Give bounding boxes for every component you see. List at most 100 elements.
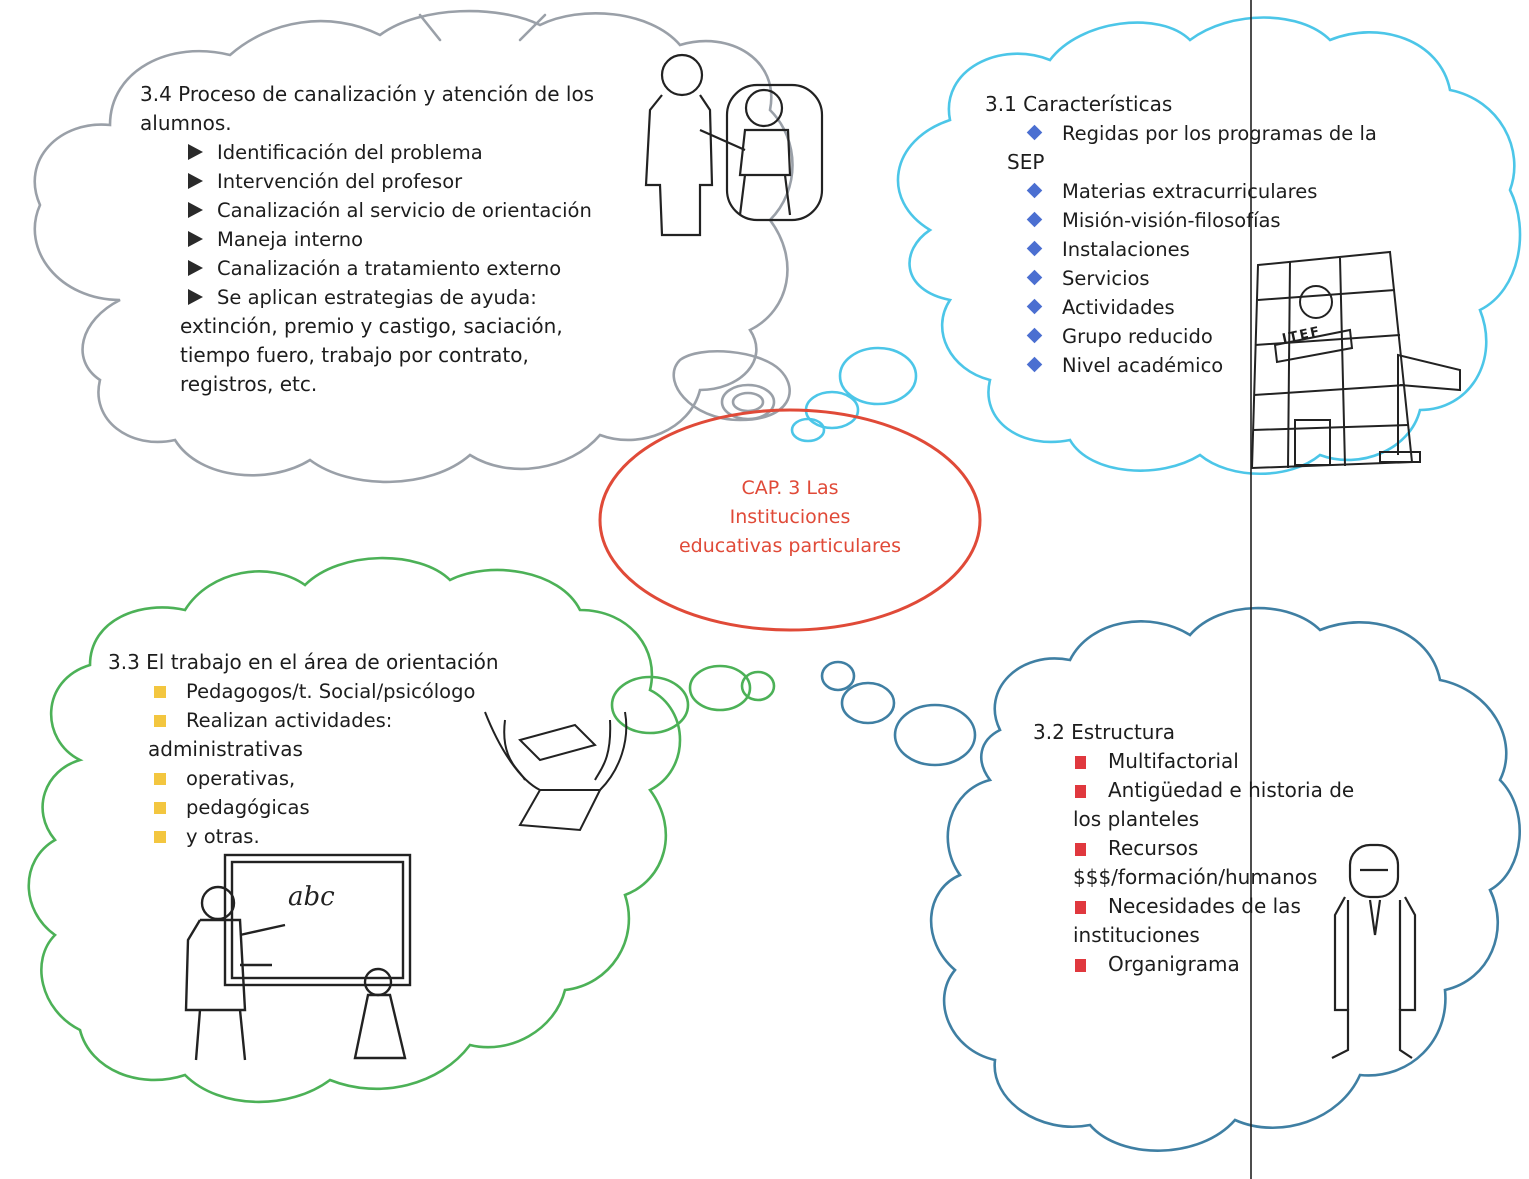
list-item-text: Servicios [1062,267,1150,290]
diamond-bullet-icon [1026,327,1043,344]
diamond-bullet-icon [1026,182,1043,199]
list-item: Antigüedad e historia de [1075,776,1354,805]
diamond-bullet-icon [1026,211,1043,228]
list-item-text: Antigüedad e historia de [1108,778,1355,802]
cloud-3-4-tail-ring-outer [720,383,776,421]
list-item: pedagógicas [154,793,499,822]
section-3-3-title: 3.3 El trabajo en el área de orientación [108,650,499,674]
list-item-text: Canalización al servicio de orientación [217,199,592,222]
list-item-text: Intervención del profesor [217,170,463,193]
list-item: Realizan actividades: [154,706,499,735]
list-item-continuation: los planteles [1073,807,1200,831]
section-3-2-title: 3.2 Estructura [1033,720,1175,744]
list-item: Identificación del problema [188,138,594,167]
diamond-bullet-icon [1026,298,1043,315]
triangle-bullet-icon [188,260,203,276]
list-item-continuation: $$$/formación/humanos [1073,865,1318,889]
continuation-line: registros, etc. [180,372,318,396]
list-item-text: Realizan actividades: [186,709,393,732]
list-item: y otras. [154,822,499,851]
square-bullet-icon [154,773,166,785]
triangle-bullet-icon [188,202,203,218]
list-item: Maneja interno [188,225,594,254]
section-3-1-item0-continuation: SEP [1007,150,1045,174]
list-item-text: Recursos [1108,836,1199,860]
cloud-3-3-tail-2 [688,664,752,712]
list-item-text: operativas, [186,767,296,790]
list-item-text: Grupo reducido [1062,325,1213,348]
triangle-bullet-icon [188,289,203,305]
section-3-3: 3.3 El trabajo en el área de orientación… [108,648,499,851]
square-bullet-icon [154,802,166,814]
list-item: Servicios [1026,264,1377,293]
teacher-blackboard-illustration: abc [184,853,412,1061]
cloud-3-2 [929,606,1521,1152]
list-item-text: pedagógicas [186,796,310,819]
list-item: Se aplican estrategias de ayuda: [188,283,594,312]
section-3-4-list: Identificación del problema Intervención… [188,138,594,312]
square-bullet-icon [1075,901,1086,914]
center-ellipse [598,408,982,632]
list-item-text: Maneja interno [217,228,364,251]
list-item: Materias extracurriculares [1026,177,1377,206]
trophy-illustration [484,711,628,832]
cloud-3-2-tail-1 [820,660,856,692]
list-item: Actividades [1026,293,1377,322]
list-item: Canalización al servicio de orientación [188,196,594,225]
cloud-3-3 [27,556,682,1104]
diamond-bullet-icon [1026,356,1043,373]
list-item-text: Organigrama [1108,952,1240,976]
list-item-text: Actividades [1062,296,1175,319]
section-3-2: 3.2 Estructura Multifactorial Antigüedad… [1033,718,1354,979]
list-item-text: Regidas por los programas de la [1062,122,1377,145]
triangle-bullet-icon [188,144,203,160]
cloud-3-4-tab-b [518,13,547,42]
center-title: CAP. 3 Las Instituciones educativas part… [640,474,940,561]
list-item-continuation: instituciones [1073,923,1200,947]
continuation-line: tiempo fuero, trabajo por contrato, [180,343,529,367]
section-3-4: 3.4 Proceso de canalización y atención d… [140,80,594,399]
list-item-text: Canalización a tratamiento externo [217,257,562,280]
diamond-bullet-icon [1026,124,1043,141]
list-item-text: Se aplican estrategias de ayuda: [217,286,537,309]
list-item: Intervención del profesor [188,167,594,196]
center-title-line2: Instituciones [729,506,851,528]
cloud-3-3-tail-3 [740,670,776,702]
list-item: Organigrama [1075,950,1354,979]
cloud-3-1-tail-1 [838,346,918,406]
cloud-3-1-tail-3 [790,417,826,443]
list-item: Pedagogos/t. Social/psicólogo [154,677,499,706]
square-bullet-icon [154,686,166,698]
list-item: Grupo reducido [1026,322,1377,351]
section-3-2-list: Multifactorial Antigüedad e historia de … [1073,747,1354,979]
cloud-3-4 [33,9,794,484]
blackboard-text: abc [288,882,335,912]
square-bullet-icon [1075,843,1086,856]
list-item-text: Multifactorial [1108,749,1239,773]
list-item-text: Identificación del problema [217,141,483,164]
cloud-3-1 [896,16,1522,476]
section-3-4-title-line1: 3.4 Proceso de canalización y atención d… [140,82,595,106]
diamond-bullet-icon [1026,240,1043,257]
cloud-3-3-tail-1 [610,675,690,735]
section-3-1-list-2: Materias extracurriculares Misión-visión… [1026,177,1377,380]
section-3-4-continuation: extinción, premio y castigo, saciación, … [180,312,594,399]
list-item-text: Misión-visión-filosofías [1062,209,1281,232]
principal-illustration [1331,843,1417,1059]
section-3-3-list: Pedagogos/t. Social/psicólogo Realizan a… [154,677,499,735]
square-bullet-icon [154,831,166,843]
list-item: Necesidades de las [1075,892,1354,921]
cloud-3-4-tail-ring-inner [731,391,765,413]
list-item: Nivel académico [1026,351,1377,380]
center-title-line1: CAP. 3 Las [741,477,839,499]
section-3-4-title-line2: alumnos. [140,111,232,135]
list-item: operativas, [154,764,499,793]
list-item-text: Pedagogos/t. Social/psicólogo [186,680,476,703]
diamond-bullet-icon [1026,269,1043,286]
list-item: Multifactorial [1075,747,1354,776]
list-item-text: Nivel académico [1062,354,1224,377]
section-3-1: 3.1 Características Regidas por los prog… [985,90,1377,380]
square-bullet-icon [1075,756,1086,769]
list-item: Instalaciones [1026,235,1377,264]
